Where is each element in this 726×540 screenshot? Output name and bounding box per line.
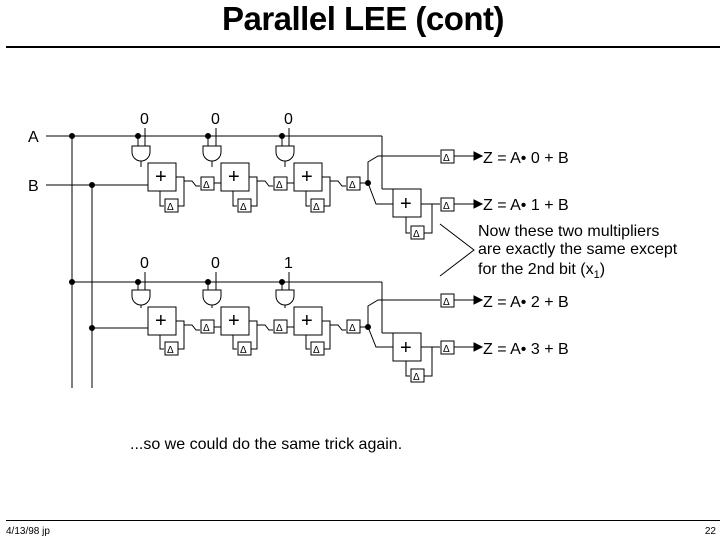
adder-box (147, 162, 177, 192)
svg-text:Δ: Δ (167, 202, 174, 213)
top-multiplier: 0 0 0 + + + Δ Δ Δ Δ Δ (131, 111, 569, 240)
output-z2: Z = A• 2 + B (483, 294, 569, 311)
arrow-right-icon (473, 295, 484, 305)
svg-text:Δ: Δ (203, 180, 210, 191)
junction-b-bottom (89, 325, 95, 331)
svg-text:Δ: Δ (443, 201, 450, 212)
callout-line-3: for the 2nd bit (x1) (478, 261, 605, 281)
junction-b-top (89, 182, 95, 188)
adder-box (293, 306, 323, 336)
svg-text:Δ: Δ (443, 344, 450, 355)
and-gate-icon (131, 289, 151, 306)
delay-box (310, 341, 325, 356)
plus-symbol: + (228, 310, 240, 332)
delay-box (237, 341, 252, 356)
bottom-bit-2: 1 (284, 255, 293, 272)
slide-title: Parallel LEE (cont) (221, 0, 505, 37)
output-z0: Z = A• 0 + B (483, 150, 569, 167)
delay-box (310, 198, 325, 213)
bottom-multiplier: 0 0 1 + + + Δ Δ Δ Δ Δ Δ (131, 255, 569, 383)
svg-text:Δ: Δ (240, 202, 247, 213)
callout-line-1: Now these two multipliers (478, 223, 659, 240)
output-z1: Z = A• 1 + B (483, 197, 569, 214)
callout-pointer (439, 223, 475, 277)
plus-symbol: + (155, 166, 167, 188)
plus-symbol: + (301, 310, 313, 332)
input-b-label: B (28, 178, 39, 195)
svg-text:Δ: Δ (443, 297, 450, 308)
delay-box (164, 198, 179, 213)
footer-date: 4/13/98 jp (6, 526, 50, 537)
footer-rule (6, 520, 720, 521)
delay-box (237, 198, 252, 213)
and-gate-icon (131, 145, 151, 162)
output-z3: Z = A• 3 + B (483, 341, 569, 358)
top-bit-2: 0 (284, 111, 293, 128)
svg-text:Δ: Δ (276, 180, 283, 191)
title-rule (6, 46, 720, 48)
top-bit-1: 0 (211, 111, 220, 128)
and-gate-icon (275, 289, 295, 306)
plus-symbol: + (228, 166, 240, 188)
svg-text:Δ: Δ (443, 153, 450, 164)
junction-a-top (69, 133, 75, 139)
adder-box (147, 306, 177, 336)
arrow-right-icon (473, 199, 484, 209)
adder-box (293, 162, 323, 192)
adder-box (220, 162, 250, 192)
bottom-bit-0: 0 (140, 255, 149, 272)
input-a-label: A (28, 129, 39, 146)
svg-text:Δ: Δ (349, 180, 356, 191)
top-bit-0: 0 (140, 111, 149, 128)
svg-text:Δ: Δ (240, 345, 247, 356)
plus-symbol: + (301, 166, 313, 188)
arrow-right-icon (473, 151, 484, 161)
adder-box (392, 188, 422, 218)
page-number: 22 (704, 526, 716, 537)
and-gate-icon (275, 145, 295, 162)
svg-text:Δ: Δ (276, 323, 283, 334)
and-gate-icon (202, 145, 222, 162)
junction-a-bottom (69, 279, 75, 285)
delay-box (410, 368, 425, 383)
delay-box (164, 341, 179, 356)
svg-text:Δ: Δ (413, 229, 420, 240)
svg-text:Δ: Δ (313, 345, 320, 356)
arrow-right-icon (473, 342, 484, 352)
svg-text:Δ: Δ (313, 202, 320, 213)
bottom-bit-1: 0 (211, 255, 220, 272)
svg-text:Δ: Δ (167, 345, 174, 356)
and-gate-icon (202, 289, 222, 306)
slide-note: ...so we could do the same trick again. (130, 436, 403, 453)
callout-line-2: are exactly the same except (478, 241, 678, 258)
plus-symbol: + (155, 310, 167, 332)
svg-text:Δ: Δ (413, 372, 420, 383)
delay-box (410, 225, 425, 240)
svg-text:Δ: Δ (203, 323, 210, 334)
plus-symbol: + (400, 337, 412, 359)
svg-text:Δ: Δ (349, 323, 356, 334)
plus-symbol: + (400, 193, 412, 215)
